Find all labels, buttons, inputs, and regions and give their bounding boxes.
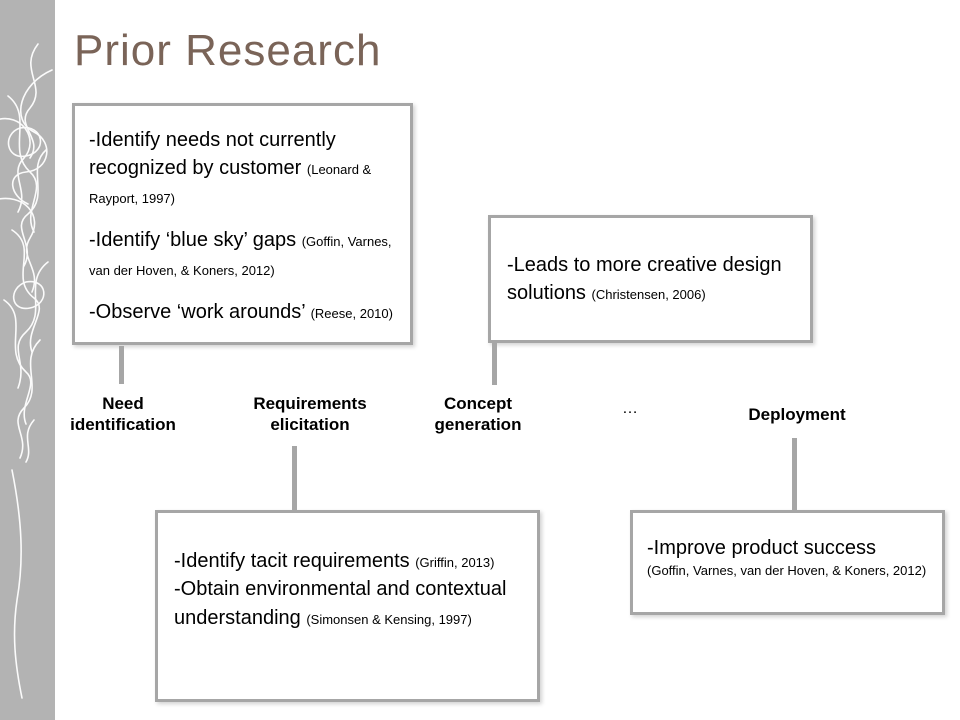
bullet-text: -Identify needs not currently recognized… [89, 129, 336, 180]
connector-requirements-elicitation [292, 446, 297, 510]
citation-text: (Leonard & Rayport, 1997) [89, 162, 372, 206]
bullet-text: -Leads to more creative design solutions [507, 253, 782, 304]
bullet-item: -Leads to more creative design solutions… [507, 251, 794, 308]
bullet-text: -Observe ‘work arounds’ [89, 300, 306, 323]
connector-concept-generation [492, 343, 497, 385]
stage-ellipsis: … [622, 400, 638, 417]
bullet-item: -Obtain environmental and contextual und… [174, 575, 521, 632]
slide-title: Prior Research [74, 26, 382, 75]
bullet-text: -Identify ‘blue sky’ gaps [89, 229, 297, 252]
bullet-item: -Identify needs not currently recognized… [89, 126, 396, 211]
citation-text: (Griffin, 2013) [415, 555, 495, 570]
stage-requirements-elicitation: Requirements elicitation [253, 394, 367, 435]
bullet-text: -Improve product success [647, 537, 876, 559]
citation-text: (Reese, 2010) [310, 305, 393, 321]
bullet-item: -Identify ‘blue sky’ gaps (Goffin, Varne… [89, 226, 396, 283]
stage-need-identification: Need identification [70, 394, 176, 435]
citation-text: (Christensen, 2006) [591, 287, 706, 302]
bullet-item: -Identify tacit requirements (Griffin, 2… [174, 547, 521, 575]
sidebar-decoration [0, 0, 55, 720]
bullet-item: -Observe ‘work arounds’ (Reese, 2010) [89, 298, 396, 326]
citation-text: (Simonsen & Kensing, 1997) [306, 611, 472, 627]
bullet-text: -Obtain environmental and contextual und… [174, 578, 507, 629]
callout-concept-generation: -Leads to more creative design solutions… [488, 215, 813, 343]
callout-requirements-elicitation: -Identify tacit requirements (Griffin, 2… [155, 510, 540, 702]
citation-text: (Goffin, Varnes, van der Hoven, & Koners… [89, 234, 392, 278]
stage-deployment: Deployment [748, 405, 846, 424]
connector-deployment [792, 438, 797, 510]
callout-deployment: -Improve product success (Goffin, Varnes… [630, 510, 945, 615]
connector-need-identification [119, 346, 124, 384]
bullet-text: -Identify tacit requirements [174, 550, 410, 572]
callout-need-identification: -Identify needs not currently recognized… [72, 103, 413, 345]
bullet-item: -Improve product success (Goffin, Varnes… [647, 534, 928, 581]
citation-text: (Goffin, Varnes, van der Hoven, & Koners… [647, 563, 927, 579]
stage-concept-generation: Concept generation [434, 394, 522, 435]
scribble-decoration [0, 43, 53, 699]
